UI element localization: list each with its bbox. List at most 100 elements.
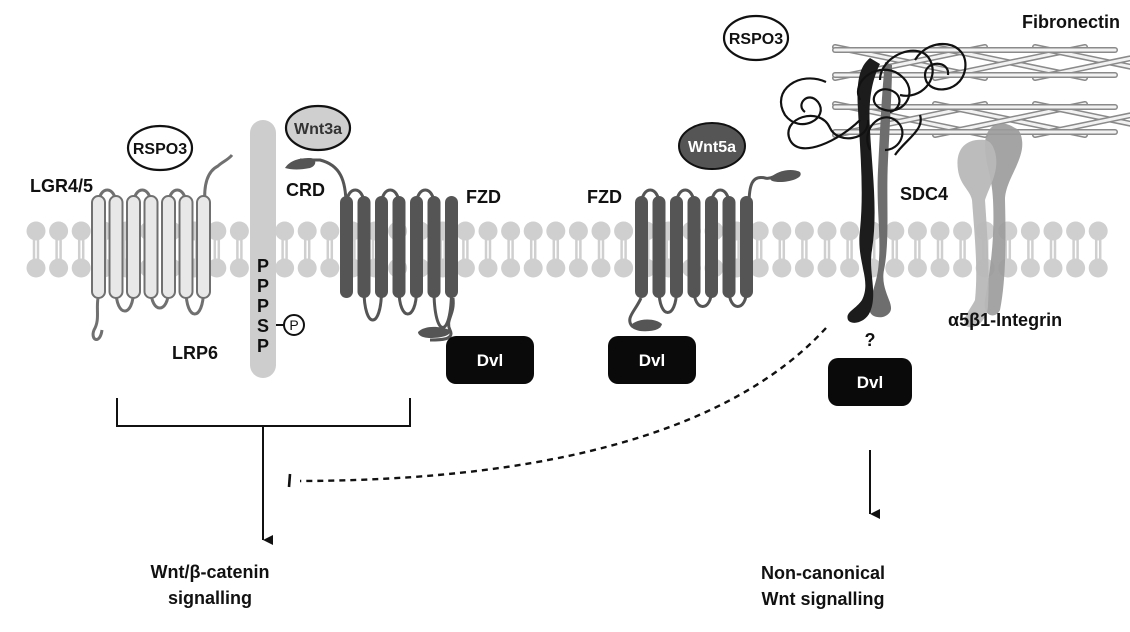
lipid-head	[523, 258, 543, 278]
transmembrane-helix	[161, 195, 176, 299]
lrp6-label: LRP6	[172, 343, 218, 363]
wnt5a-ligand: Wnt5a	[678, 122, 746, 170]
dvl-box-3: Dvl	[828, 358, 912, 406]
n-terminus	[203, 154, 234, 206]
lipid-head	[885, 258, 905, 278]
integrin-label: α5β1-Integrin	[948, 310, 1062, 330]
crd-domain	[285, 158, 316, 170]
lipid-head	[523, 221, 543, 241]
lipid-head	[455, 258, 475, 278]
receptor-loops	[345, 188, 453, 329]
transmembrane-helix	[652, 196, 666, 298]
sdc4-label: SDC4	[900, 184, 948, 204]
lipid-head	[546, 258, 566, 278]
lipid-head	[1066, 258, 1086, 278]
crd-label: CRD	[286, 180, 325, 200]
transmembrane-helix	[740, 196, 753, 298]
transmembrane-helix	[687, 196, 701, 298]
transmembrane-helix	[670, 196, 683, 298]
dvl-box-2: Dvl	[608, 336, 696, 384]
transmembrane-helix	[375, 196, 388, 298]
transmembrane-helix	[340, 196, 353, 298]
lipid-head	[953, 258, 973, 278]
phosphate-label: P	[289, 317, 298, 333]
integrin-a5b1	[957, 123, 1023, 328]
lipid-head	[71, 221, 91, 241]
transmembrane-helix	[357, 196, 371, 298]
fzd-c-tail	[632, 319, 662, 332]
lipid-head	[1088, 221, 1108, 241]
lipid-head	[1088, 258, 1108, 278]
wnt3a-label: Wnt3a	[294, 121, 342, 138]
transmembrane-helix	[91, 195, 106, 299]
transmembrane-helix	[178, 195, 194, 299]
lipid-head	[297, 221, 317, 241]
lipid-head	[568, 258, 588, 278]
lipid-head	[794, 221, 814, 241]
lipid-head	[229, 221, 249, 241]
lipid-head	[229, 258, 249, 278]
lipid-head	[794, 258, 814, 278]
integrin-alpha-subunit	[957, 139, 997, 328]
inhibition-tbar	[287, 473, 292, 488]
canonical-bracket	[116, 398, 411, 427]
lipid-head	[320, 221, 340, 241]
lipid-head	[297, 258, 317, 278]
lipid-head	[478, 221, 498, 241]
noncanonical-output-line1: Non-canonical	[761, 563, 885, 583]
rspo3-right-label: RSPO3	[729, 31, 783, 48]
heparan-sulfate-chains	[779, 42, 967, 156]
transmembrane-helix	[410, 196, 423, 298]
lipid-head	[840, 258, 860, 278]
crd-domain	[770, 170, 801, 182]
lgr4-5-receptor	[91, 154, 234, 341]
lipid-head	[749, 221, 769, 241]
lipid-head	[614, 258, 634, 278]
transmembrane-helix	[445, 196, 458, 298]
transmembrane-helix	[705, 196, 718, 298]
rspo3-right: RSPO3	[722, 14, 790, 62]
lipid-head	[49, 258, 69, 278]
lipid-head	[1020, 221, 1040, 241]
lipid-head	[207, 258, 227, 278]
dvl-3-label: Dvl	[857, 373, 883, 392]
lipid-head	[907, 221, 927, 241]
transmembrane-helix	[635, 196, 648, 298]
lipid-head	[568, 221, 588, 241]
noncanonical-output-line2: Wnt signalling	[762, 589, 885, 609]
lipid-head	[772, 258, 792, 278]
canonical-output-line1: Wnt/β-catenin	[151, 562, 270, 582]
lrp6-receptor: P P P S P P LRP6	[172, 120, 305, 378]
sdc4-core-dark	[847, 58, 880, 323]
sdc4-proteoglycan: SDC4	[847, 58, 948, 323]
wnt5a-label: Wnt5a	[688, 139, 736, 156]
rspo3-left-label: RSPO3	[133, 141, 187, 158]
lipid-head	[1066, 221, 1086, 241]
motif-p3: P	[257, 296, 269, 316]
lipid-head	[275, 258, 295, 278]
c-terminus	[91, 297, 104, 341]
rspo3-left: RSPO3	[126, 124, 194, 172]
question-mark: ?	[865, 330, 876, 350]
fibronectin-label: Fibronectin	[1022, 12, 1120, 32]
fzd-right-receptor	[628, 170, 801, 332]
lipid-head	[501, 221, 521, 241]
lipid-head	[478, 258, 498, 278]
canonical-output-line2: signalling	[168, 588, 252, 608]
fzd-left-receptor	[285, 158, 458, 342]
wnt3a-ligand: Wnt3a	[284, 104, 352, 152]
lipid-head	[501, 258, 521, 278]
receptor-loops	[97, 188, 205, 316]
transmembrane-helix	[143, 195, 159, 299]
lipid-head	[1020, 258, 1040, 278]
phosphate-circle	[283, 314, 305, 336]
lipid-head	[817, 221, 837, 241]
dvl-2-label: Dvl	[639, 351, 665, 370]
dvl-box-1: Dvl	[446, 336, 534, 384]
lipid-head	[71, 258, 91, 278]
lipid-head	[320, 258, 340, 278]
lrp6-bar	[250, 120, 276, 378]
inhibition-dashed-line	[299, 327, 827, 483]
lipid-head	[930, 221, 950, 241]
